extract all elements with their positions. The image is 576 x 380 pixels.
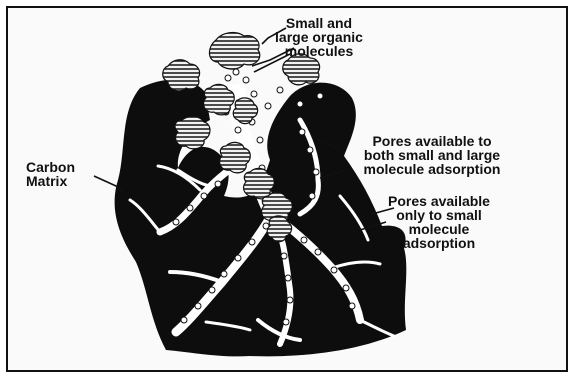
label-molecules: Small and large organic molecules xyxy=(254,16,384,58)
label-carbon-matrix: Carbon Matrix xyxy=(26,160,106,188)
label-pores-both: Pores available to both small and large … xyxy=(332,134,532,176)
label-pores-small: Pores available only to small molecule a… xyxy=(364,194,514,250)
